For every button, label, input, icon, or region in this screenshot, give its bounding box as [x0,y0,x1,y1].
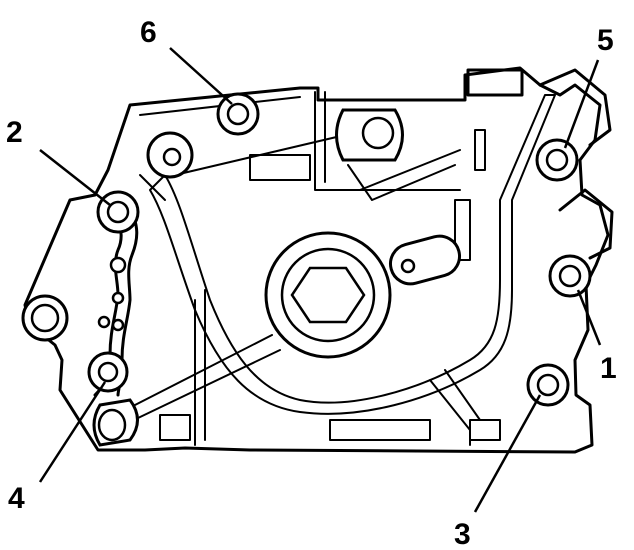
callout-1: 1 [600,352,617,385]
leader-3 [473,394,542,513]
central-rotor [264,231,392,359]
left-mount [21,294,69,342]
upper-pulley [335,108,456,201]
bolt-hole-2 [96,190,140,234]
callout-5: 5 [597,24,614,57]
gasket-bead [149,94,556,415]
right-fittings [466,68,614,260]
callout-3: 3 [454,518,471,550]
leader-4 [38,381,107,483]
leader-1 [576,289,602,346]
leader-6 [169,47,233,105]
housing-body [23,66,610,454]
bolt-holes [87,92,592,407]
leader-5 [563,59,600,149]
oval-slot [389,234,461,286]
leader-2 [39,149,111,206]
bolt-hole-5 [535,138,579,182]
callout-labels: 1 2 3 4 5 6 [6,16,617,550]
leader-lines [38,47,602,513]
callout-4: 4 [8,482,25,515]
bottom-roller [92,398,139,447]
bolt-hole-1 [548,254,592,298]
bolt-hole-4 [87,351,129,393]
upper-left-idler [139,131,194,201]
callout-6: 6 [140,16,157,49]
bolt-hole-3 [526,363,570,407]
bolt-hole-6 [216,92,260,136]
callout-2: 2 [6,116,23,149]
diagonal-rod [134,334,281,419]
